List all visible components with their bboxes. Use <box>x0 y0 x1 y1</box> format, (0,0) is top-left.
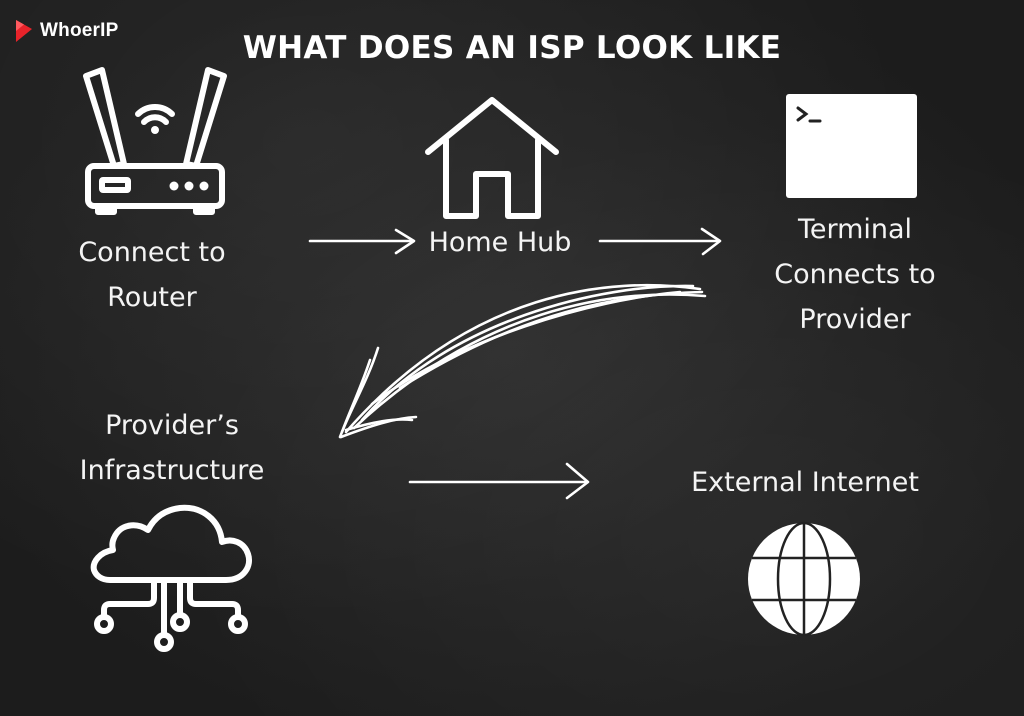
house-icon <box>425 97 559 219</box>
globe-icon <box>748 521 860 637</box>
arrow-hub-to-terminal <box>598 227 722 256</box>
brand: WhoerIP <box>14 18 118 44</box>
whoerip-logo-icon <box>16 20 32 42</box>
cloud-network-icon <box>90 504 252 652</box>
brand-name: WhoerIP <box>40 20 119 41</box>
diagram-title: WHAT DOES AN ISP LOOK LIKE <box>242 30 782 66</box>
external-internet-label: External Internet <box>691 467 919 498</box>
wifi-router-icon <box>83 67 227 215</box>
home-hub-label: Home Hub <box>428 227 572 258</box>
terminal-icon <box>786 94 917 198</box>
router-label: Connect to Router <box>78 237 226 313</box>
arrow-router-to-hub <box>308 228 416 255</box>
infrastructure-label: Provider’s Infrastructure <box>79 410 265 486</box>
terminal-label: Terminal Connects to Provider <box>774 214 936 335</box>
arrow-infrastructure-to-internet <box>408 462 590 500</box>
arrow-terminal-to-infrastructure <box>338 283 707 439</box>
